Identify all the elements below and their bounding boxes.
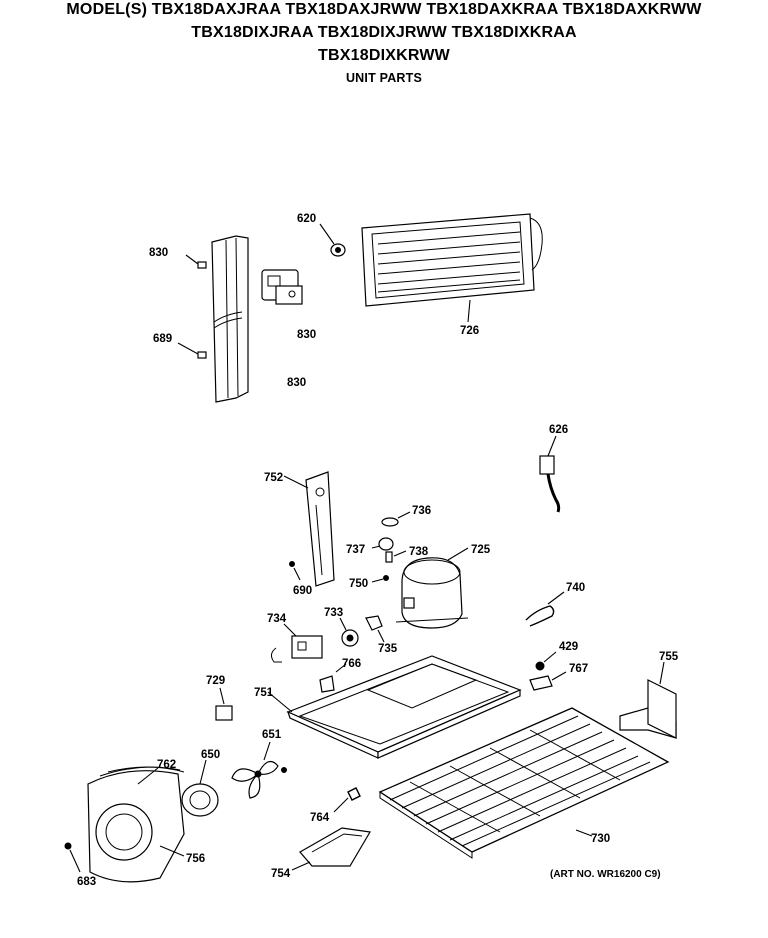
part-735: [365, 615, 385, 643]
callout-626: 626: [549, 424, 568, 436]
callout-725: 725: [471, 544, 491, 556]
leader-756: [159, 845, 185, 857]
callout-736: 736: [412, 505, 431, 517]
screw-689: [177, 342, 207, 359]
compressor: [395, 547, 469, 629]
callout-754: 754: [271, 868, 291, 880]
callout-620: 620: [297, 213, 316, 225]
callout-730: 730: [591, 833, 610, 845]
section-title: UNIT PARTS: [345, 71, 423, 85]
condenser: [378, 707, 670, 859]
part-620: [319, 223, 346, 257]
callout-762: 762: [157, 759, 176, 771]
part-752: [283, 471, 335, 587]
part-429: [535, 651, 557, 671]
fan-blade: [231, 741, 287, 799]
part-733: [339, 617, 359, 647]
part-729: [215, 687, 233, 721]
part-764: [333, 787, 361, 813]
part-626: [539, 435, 561, 513]
callout-737: 737: [346, 544, 365, 556]
callout-690: 690: [293, 585, 312, 597]
callout-830-bracket: 830: [297, 329, 316, 341]
callout-683: 683: [77, 876, 96, 888]
callout-726: 726: [460, 325, 479, 337]
callout-735: 735: [378, 643, 398, 655]
part-750: [371, 575, 389, 583]
callout-756: 756: [186, 853, 205, 865]
model-list-line-1: MODEL(S) TBX18DAXJRAA TBX18DAXJRWW TBX18…: [66, 1, 702, 18]
callout-734: 734: [267, 613, 287, 625]
part-767: [529, 671, 567, 691]
part-738: [385, 550, 407, 563]
evaporator: [361, 213, 543, 323]
fan-motor: [181, 759, 219, 817]
base-pan: [267, 655, 522, 759]
part-736: [381, 511, 411, 527]
callout-651: 651: [262, 729, 282, 741]
callout-755: 755: [659, 651, 679, 663]
callout-751: 751: [254, 687, 274, 699]
screw-830: [185, 254, 207, 269]
drain-trough: [211, 235, 249, 403]
callout-764: 764: [310, 812, 330, 824]
fan-shroud: [87, 766, 185, 883]
callout-689: 689: [153, 333, 172, 345]
callout-830-top: 830: [149, 247, 168, 259]
part-683: [64, 842, 81, 873]
callout-738: 738: [409, 546, 429, 558]
part-740: [525, 591, 565, 627]
heater-bracket: [261, 269, 303, 305]
part-737: [371, 537, 394, 551]
model-list-line-2: TBX18DIXJRAA TBX18DIXJRWW TBX18DIXKRAA: [191, 24, 577, 41]
part-690: [289, 561, 301, 581]
callout-830-trough: 830: [287, 377, 306, 389]
art-number: (ART NO. WR16200 C9): [550, 869, 661, 880]
part-754: [291, 827, 371, 871]
callout-752: 752: [264, 472, 283, 484]
callout-733: 733: [324, 607, 343, 619]
part-766: [319, 663, 347, 693]
callout-650: 650: [201, 749, 220, 761]
relay-734: [270, 623, 323, 663]
callout-729: 729: [206, 675, 225, 687]
model-list-line-3: TBX18DIXKRWW: [318, 47, 450, 64]
callout-740: 740: [566, 582, 585, 594]
callout-767: 767: [569, 663, 588, 675]
part-755: [619, 661, 677, 739]
callout-429: 429: [559, 641, 578, 653]
callout-766: 766: [342, 658, 361, 670]
callout-750: 750: [349, 578, 368, 590]
